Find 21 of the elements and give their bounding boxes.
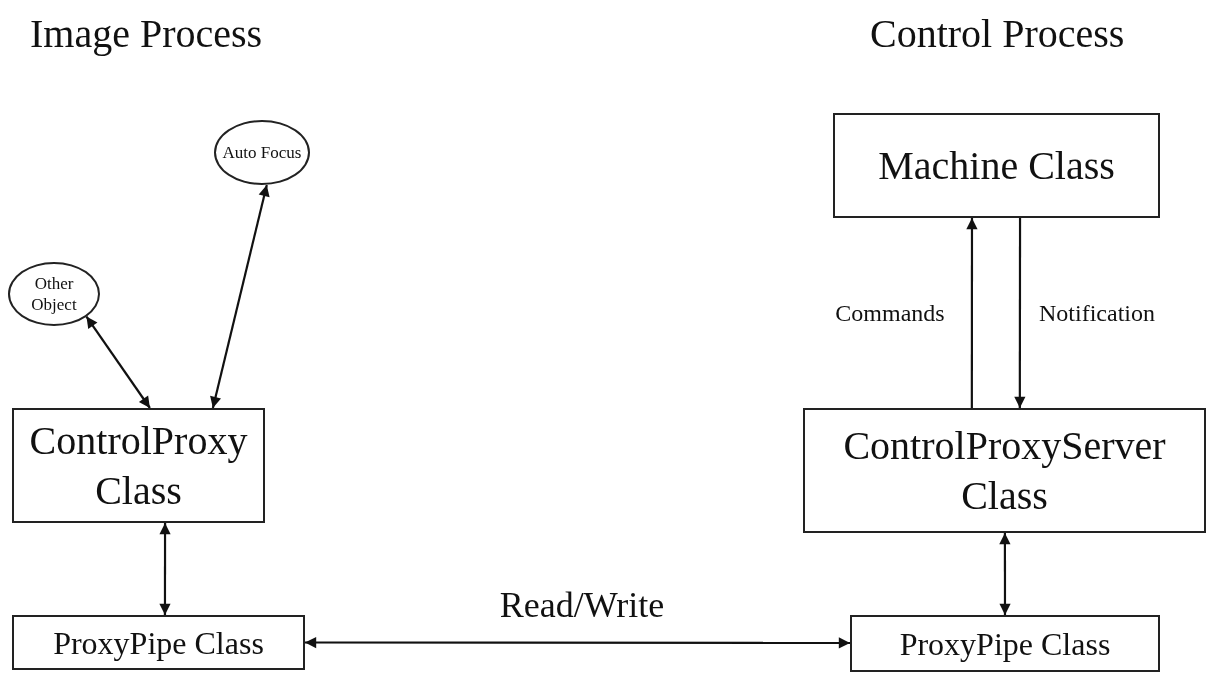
class-box [850, 615, 1160, 672]
node-label: ControlProxyServer Class [842, 421, 1167, 520]
arrow [159, 523, 171, 615]
arrow [966, 218, 978, 408]
arrow [85, 315, 151, 409]
arrow [210, 184, 270, 409]
class-box [803, 408, 1206, 533]
node-label: Auto Focus [222, 141, 302, 164]
class-box [12, 408, 265, 523]
class-box [833, 113, 1160, 218]
node-label: Machine Class [878, 141, 1115, 190]
node-label: Other Object [30, 272, 78, 316]
arrow [999, 533, 1011, 615]
process-heading: Image Process [30, 10, 263, 57]
class-box [12, 615, 305, 670]
arrow [305, 636, 850, 649]
node-label: ProxyPipe Class [899, 624, 1111, 664]
arrow [1014, 218, 1026, 408]
node-label: ControlProxy Class [28, 416, 249, 515]
node-label: ProxyPipe Class [53, 623, 264, 663]
process-heading: Control Process [870, 10, 1125, 57]
